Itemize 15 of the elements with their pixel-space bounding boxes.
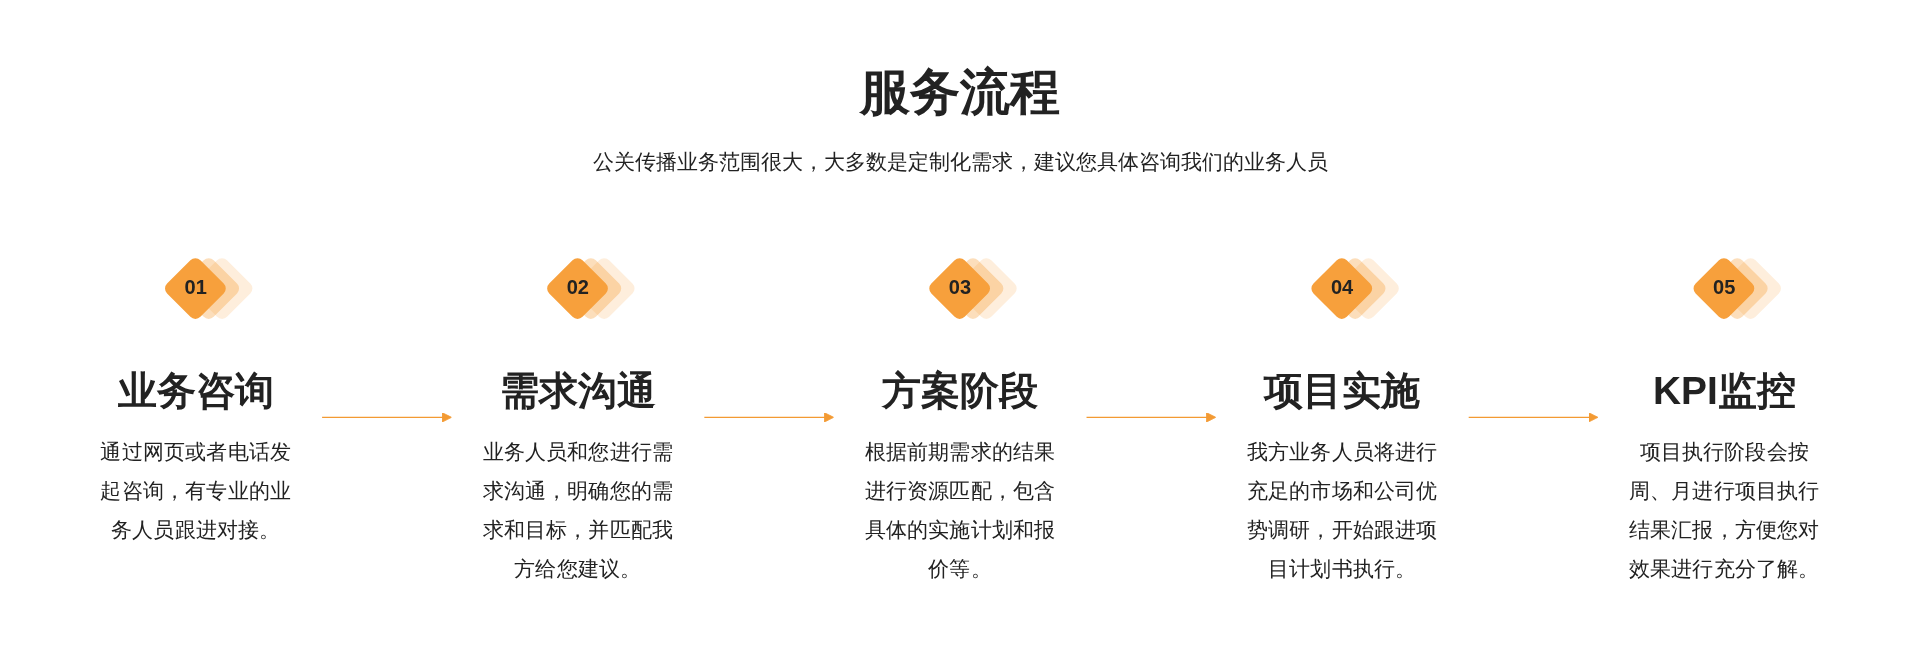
node-box: 05 (1692, 257, 1757, 321)
node-text: 02 需求沟通 业务人员和您进行需求沟通，明确您的需求和目标，并匹配我方给您建议。 (482, 277, 674, 582)
arrow (1467, 412, 1599, 423)
arrow (1085, 412, 1217, 423)
node-label: KPI监控 (1653, 368, 1796, 413)
node-text: 03 方案阶段 根据前期需求的结果进行资源匹配，包含具体的实施计划和报价等。 (864, 277, 1056, 582)
arrow (703, 412, 835, 423)
node-label: 业务咨询 (118, 368, 274, 413)
arrow (321, 412, 452, 423)
node-label: 项目执行阶段会按周、月进行项目执行结果汇报，方便您对效果进行充分了解。 (1628, 440, 1820, 582)
page-title: 服务流程 (860, 63, 1060, 122)
subtitle: 公关传播业务范围很大，大多数是定制化需求，建议您具体咨询我们的业务人员 (592, 149, 1328, 175)
node-box: 01 (163, 257, 228, 321)
node-label: 通过网页或者电话发起咨询，有专业的业务人员跟进对接。 (100, 440, 292, 543)
node-text: 04 项目实施 我方业务人员将进行充足的市场和公司优势调研，开始跟进项目计划书执行。 (1246, 277, 1438, 582)
